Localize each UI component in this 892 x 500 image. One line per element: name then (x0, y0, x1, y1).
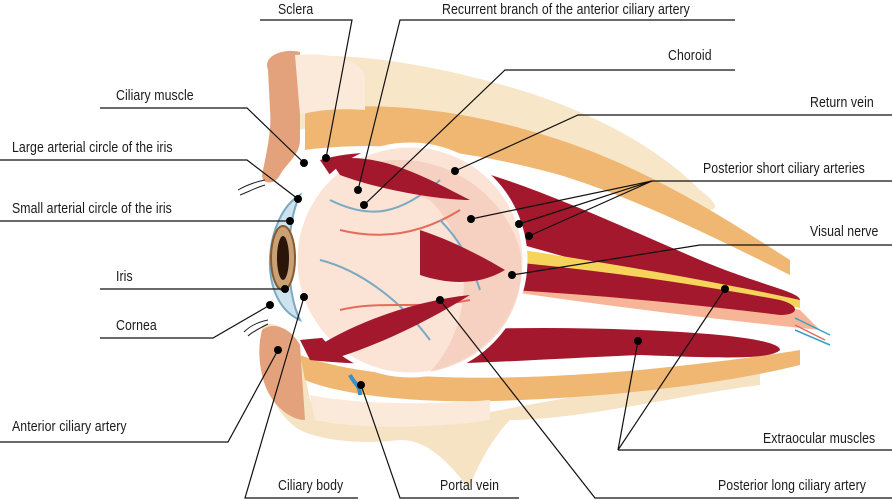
label-posterior-long-ciliary: Posterior long ciliary artery (718, 477, 866, 494)
label-extraocular-muscles: Extraocular muscles (763, 430, 876, 447)
label-ciliary-muscle: Ciliary muscle (116, 87, 194, 104)
ciliary-fan-upper (330, 158, 470, 200)
label-posterior-short-ciliary: Posterior short ciliary arteries (703, 160, 865, 177)
leader-return-vein (454, 114, 892, 172)
leader-choroid (363, 69, 735, 206)
brow-bone (295, 54, 365, 115)
eyeball-inner-shade (350, 159, 522, 372)
label-return-vein: Return vein (810, 94, 874, 111)
leader-recurrent (357, 19, 735, 191)
lower-bone (310, 395, 490, 427)
label-visual-nerve: Visual nerve (810, 223, 879, 240)
label-sclera: Sclera (278, 1, 314, 18)
leader-sclera (260, 19, 353, 159)
leader-posterior-long (439, 299, 892, 499)
portal-vein-shape (348, 374, 362, 396)
label-cornea: Cornea (116, 317, 157, 334)
leader-portal-vein (360, 384, 519, 499)
eyelashes (237, 179, 269, 337)
leader-anterior-ciliary (0, 349, 279, 443)
label-large-arterial-circle: Large arterial circle of the iris (12, 139, 173, 156)
leader-ciliary-body (244, 296, 358, 499)
ciliary-fan-lower (320, 295, 470, 360)
ciliary-fan-mid (420, 230, 505, 282)
leader-large-arterial (0, 159, 299, 200)
label-choroid: Choroid (668, 47, 712, 64)
pupil (277, 236, 289, 280)
label-ciliary-body: Ciliary body (278, 477, 344, 494)
leader-ciliary-muscle (100, 107, 305, 164)
label-recurrent-branch: Recurrent branch of the anterior ciliary… (442, 1, 690, 18)
lower-fat-band (300, 350, 800, 402)
label-anterior-ciliary-artery: Anterior ciliary artery (12, 418, 127, 435)
leader-dots (266, 154, 729, 389)
brow-skin (262, 50, 300, 183)
label-portal-vein: Portal vein (440, 477, 500, 494)
nerve-tips (794, 317, 831, 346)
middle-muscle (510, 262, 795, 315)
label-iris: Iris (116, 268, 133, 285)
leader-visual-nerve (511, 244, 892, 276)
leader-lines (0, 19, 892, 499)
label-small-arterial-circle: Small arterial circle of the iris (12, 200, 172, 217)
leader-cornea (100, 304, 271, 339)
